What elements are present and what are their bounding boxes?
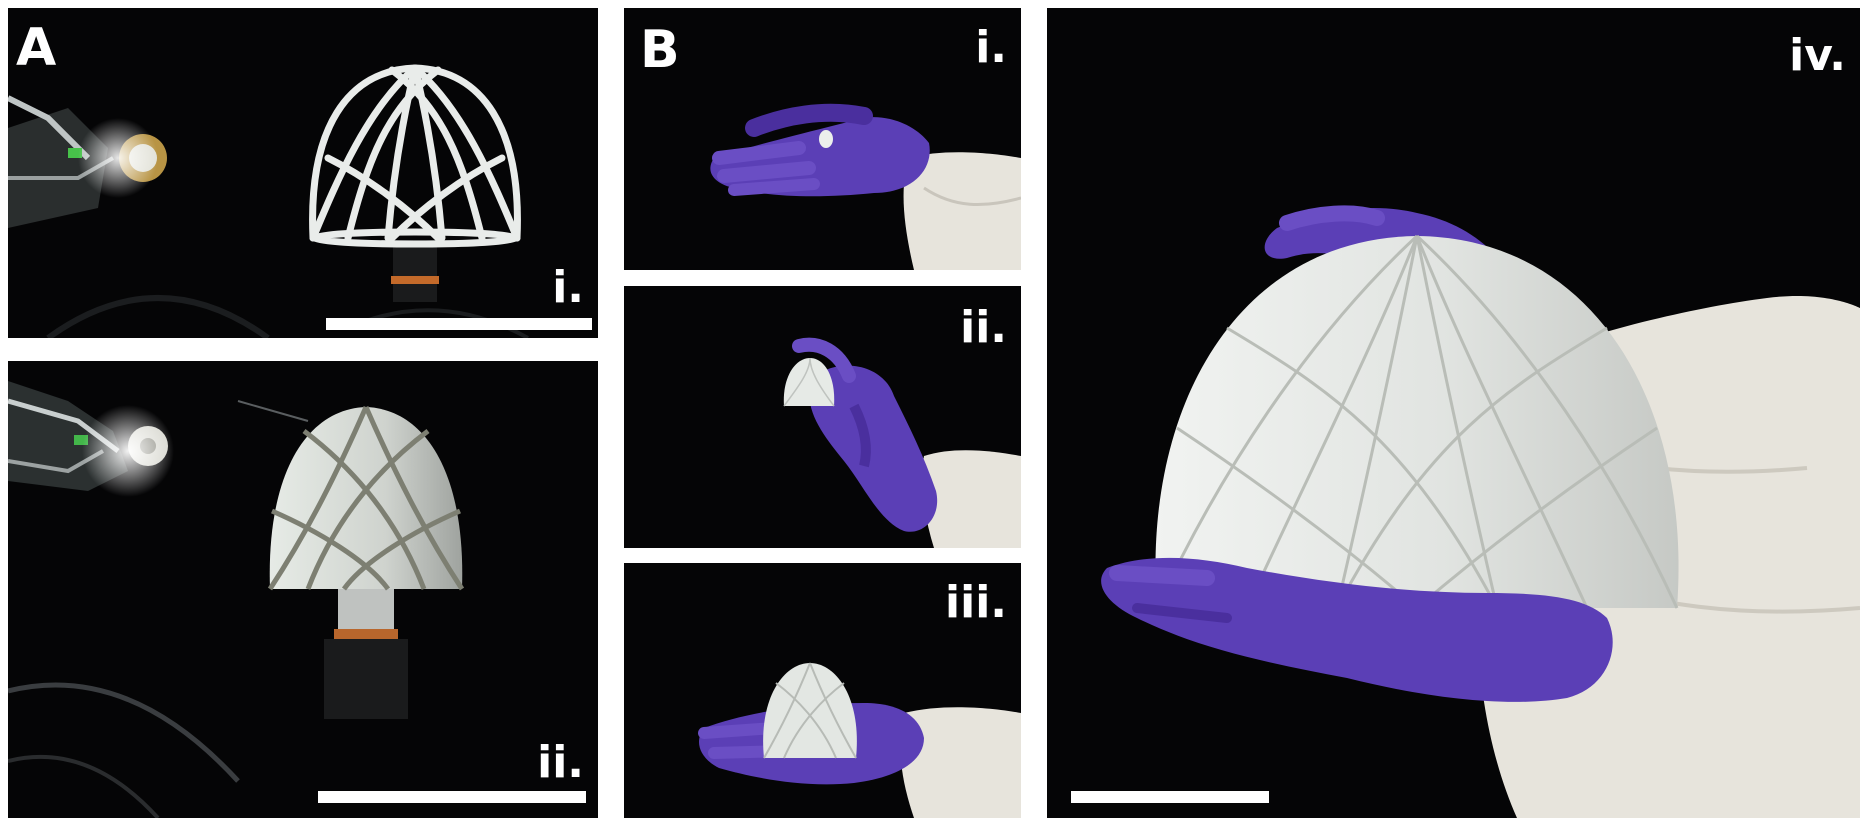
- scale-bar: [326, 318, 592, 330]
- subpanel-label: i.: [552, 262, 584, 313]
- panel-a-ii: ii.: [8, 361, 598, 818]
- subpanel-label: ii.: [960, 302, 1007, 353]
- scale-bar: [1071, 791, 1269, 803]
- panel-b-iv: iv.: [1047, 8, 1860, 818]
- panel-letter-b: B: [640, 20, 680, 80]
- subpanel-label: iv.: [1789, 30, 1846, 81]
- photo-solid-dome-in-tunnel: [8, 381, 465, 818]
- scale-bar: [318, 791, 586, 803]
- panel-letter-a: A: [16, 18, 57, 78]
- subpanel-label: i.: [975, 22, 1007, 73]
- panel-b-i: i. B: [624, 8, 1021, 270]
- panel-a-i: i. A: [8, 8, 598, 338]
- subpanel-label: ii.: [537, 737, 584, 788]
- photo-glove-small-model: [783, 337, 1021, 548]
- photo-two-hands-large-model: [1101, 205, 1860, 818]
- photo-glove-tiny-model: [710, 103, 1021, 270]
- panel-b-iii: iii.: [624, 563, 1021, 818]
- photo-glove-medium-model: [698, 662, 1021, 818]
- panel-b-ii: ii.: [624, 286, 1021, 548]
- subpanel-label: iii.: [945, 577, 1007, 628]
- photo-lattice-dome-in-tunnel: [8, 64, 529, 338]
